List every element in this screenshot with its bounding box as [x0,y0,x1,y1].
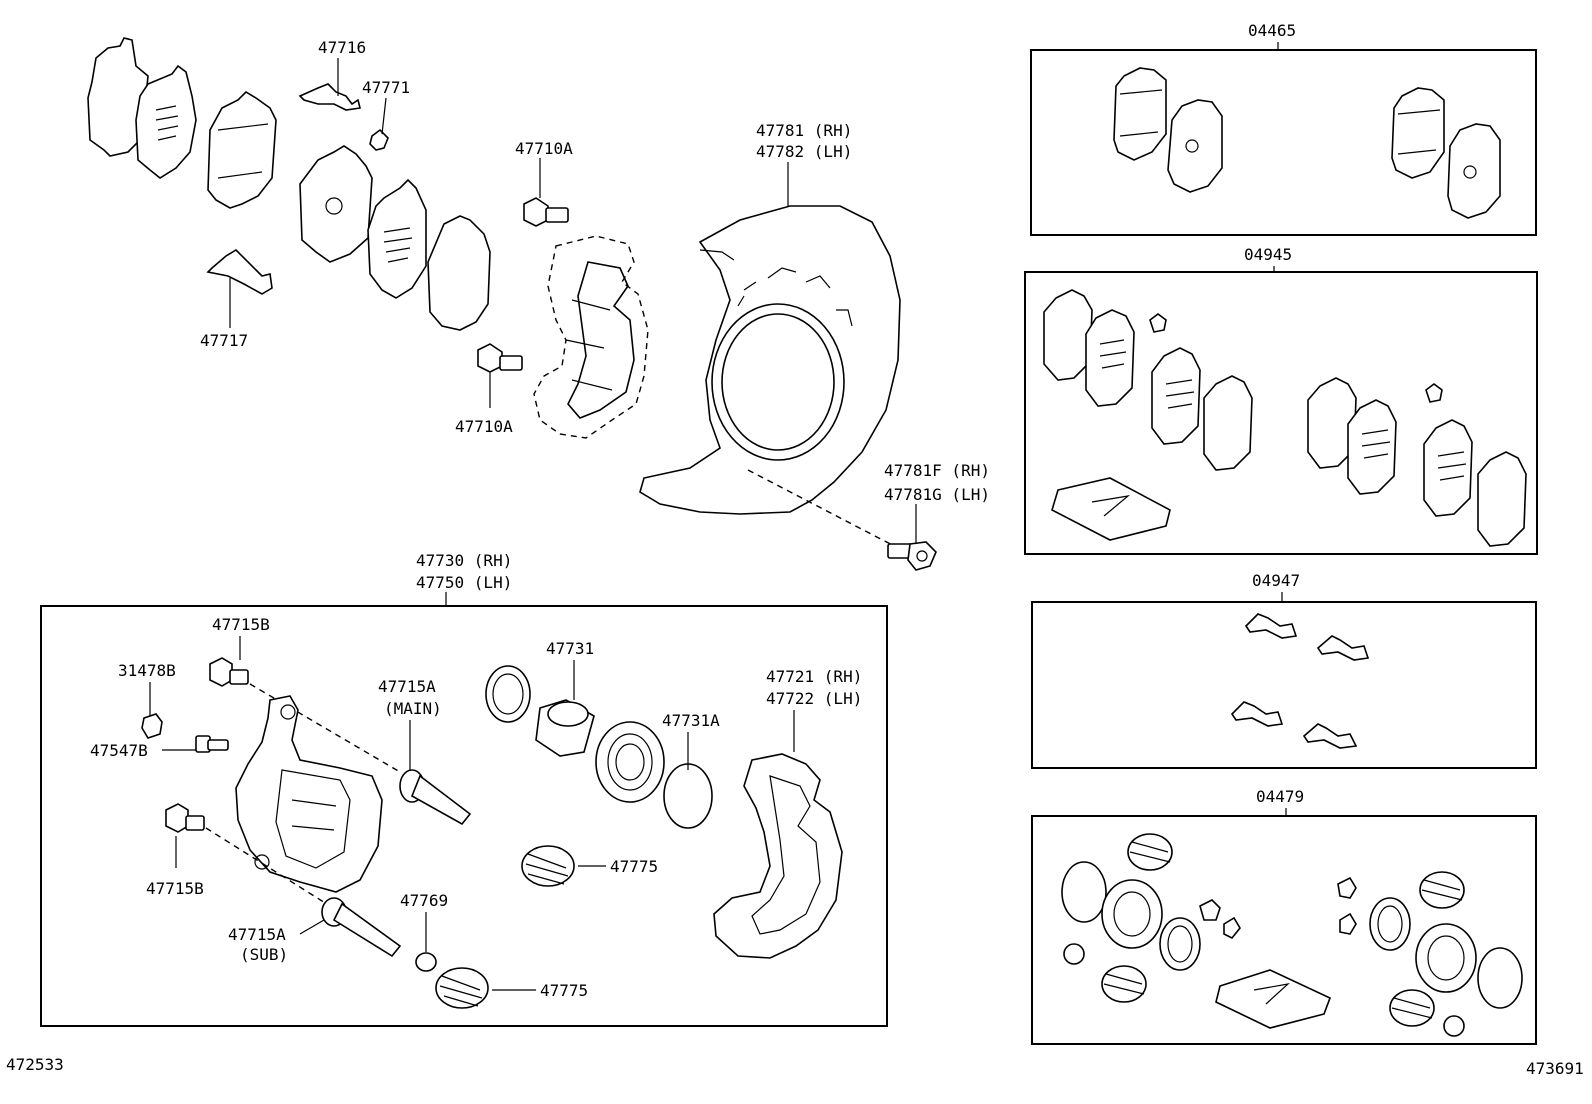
brake-pad-inner-c [427,215,491,331]
anti-squeal-shim-outer [87,37,149,157]
bolt-b-top-label: 47715B [212,615,270,634]
boot-lower-label: 47775 [540,981,588,1000]
bolt-upper-label: 47710A [515,139,573,158]
dust-boot-upper [521,845,575,887]
piston-seal-ring [663,763,713,829]
footer-right-code: 473691 [1526,1059,1584,1078]
kit-pad-anti-squeal-box [1024,271,1538,555]
pad-clip-lower-label: 47717 [200,331,248,350]
dust-cover-rh-label: 47781 (RH) [756,121,852,140]
bolt-b-bottom-label: 47715B [146,879,204,898]
kit-support-plate-label: 04947 [1252,571,1300,590]
footer-left-code: 472533 [6,1055,64,1074]
slide-pin-main [399,769,472,826]
bleeder-cap [141,713,163,739]
shim-spring-label: 47771 [362,78,410,97]
kit-pad-set-label: 04465 [1248,21,1296,40]
pad-support-plate-lower [206,248,273,295]
mounting-bolt-upper [523,197,569,227]
disc-brake-dust-cover [639,205,901,515]
bleeder-plug [195,735,229,753]
bolt-b-bottom [165,803,205,833]
kit-pad-anti-squeal-parts [1043,289,1527,547]
boot-upper-label: 47775 [610,857,658,876]
slide-pin-sub [321,897,402,958]
bleeder-cap-label: 31478B [118,661,176,680]
kit-support-plate-box [1031,601,1537,769]
mounting-lh-label: 47722 (LH) [766,689,862,708]
anti-squeal-shim-inner [135,64,197,179]
cylinder-piston [535,699,595,757]
pin-main-label: 47715A [378,677,436,696]
cylinder-seal [595,721,665,803]
piston-ring [485,665,531,723]
piston-seal-label: 47731A [662,711,720,730]
bushing [415,952,437,972]
shim-spring [369,128,389,151]
bolt-lower-label: 47710A [455,417,513,436]
kit-cylinder-box [1031,815,1537,1045]
brake-pad-inner-b [367,178,427,299]
caliper-assembly-box [40,605,888,1027]
pin-main-note: (MAIN) [384,699,442,718]
kit-cylinder-label: 04479 [1256,787,1304,806]
mounting-bolt-lower [477,343,523,373]
kit-pad-set-box [1030,49,1537,236]
dust-cover-bolt [887,541,937,571]
pad-support-plate-upper [298,83,361,111]
caliper-body [235,695,383,893]
dust-cover-lh-label: 47782 (LH) [756,142,852,161]
bolt-b-top [209,657,249,687]
brake-pad-inner-a [299,145,373,263]
mounting-rh-label: 47721 (RH) [766,667,862,686]
bushing-label: 47769 [400,891,448,910]
kit-cylinder-parts [1061,833,1523,1037]
bleeder-plug-label: 47547B [90,741,148,760]
pin-sub-note: (SUB) [240,945,288,964]
kit-support-plate-parts [1230,613,1370,749]
cover-bolt-rh-label: 47781F (RH) [884,461,990,480]
caliper-rh-label: 47730 (RH) [416,551,512,570]
cover-bolt-lh-label: 47781G (LH) [884,485,990,504]
brake-pad-outer [207,90,277,209]
dust-boot-lower [435,967,489,1009]
caliper-mounting [713,753,843,959]
kit-pad-anti-squeal-label: 04945 [1244,245,1292,264]
pin-sub-label: 47715A [228,925,286,944]
kit-pad-set-pads [1113,67,1501,219]
piston-label: 47731 [546,639,594,658]
caliper-lh-label: 47750 (LH) [416,573,512,592]
pad-clip-upper-label: 47716 [318,38,366,57]
caliper-mounting-dashed [533,235,649,439]
